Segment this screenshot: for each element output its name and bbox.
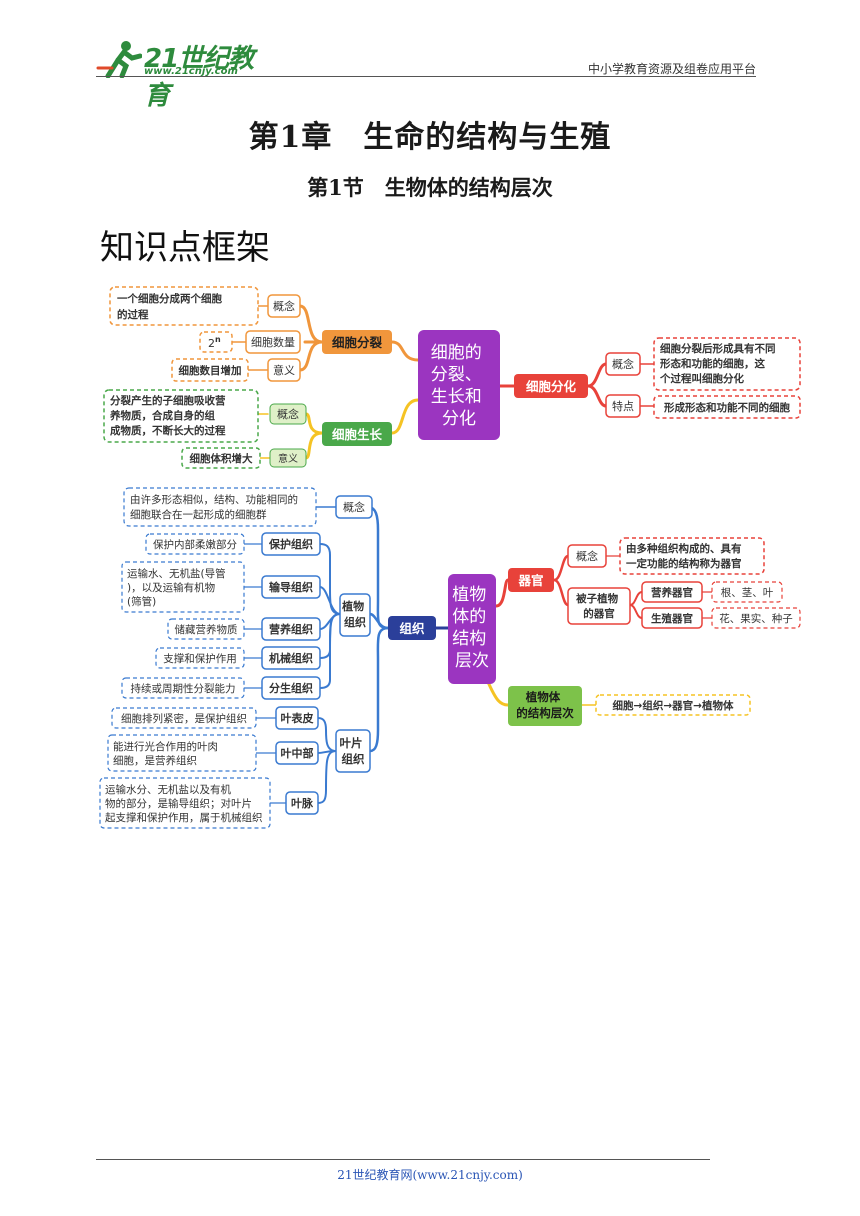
leaf-part-name: 叶中部: [281, 746, 314, 760]
growth-label: 细胞生长: [332, 427, 383, 442]
header-divider: [96, 76, 756, 77]
svg-text:细胞体积增大: 细胞体积增大: [190, 452, 253, 465]
organ-node: 器官: [508, 568, 554, 592]
division-concept: 概念 一个细胞分成两个细胞 的过程: [109, 286, 301, 326]
growth-node: 细胞生长: [322, 422, 392, 446]
tissue-name: 营养组织: [269, 622, 313, 636]
plant-tissue-item: 保护组织 保护内部柔嫩部分: [145, 532, 321, 556]
tissue-name: 分生组织: [269, 681, 313, 695]
svg-text:分裂产生的子细胞吸收营 养物质，合成自身的组: 分裂产生的子细胞吸收营 养物质，合成自身的组 成物质，不断长大的过程: [109, 394, 229, 437]
organ-label: 器官: [517, 573, 543, 588]
platform-name: 中小学教育资源及组卷应用平台: [587, 62, 756, 76]
tissue-desc: 支撑和保护作用: [163, 652, 237, 665]
svg-text:花、果实、种子: 花、果实、种子: [719, 612, 793, 625]
plant-tissue-item: 输导组织 运输水、无机盐(导管)，以及运输有机物(筛管): [121, 561, 321, 613]
svg-text:概念: 概念: [576, 549, 598, 563]
svg-text:根、茎、叶: 根、茎、叶: [721, 586, 774, 599]
svg-text:概念: 概念: [612, 357, 634, 371]
leaf-part-desc: 运输水分、无机盐以及有机物的部分，是输导组织；对叶片起支撑和保护作用，属于机械组…: [105, 783, 263, 824]
svg-text:细胞的 分裂、 生长和: 细胞的 分裂、 生长和 分化: [431, 343, 487, 429]
tissue-desc: 运输水、无机盐(导管)，以及运输有机物(筛管): [127, 567, 226, 608]
vegetative-organ: 营养器官 根、茎、叶: [641, 581, 783, 603]
differentiation-label: 细胞分化: [526, 379, 577, 394]
svg-text:植物 组织: 植物 组织: [341, 599, 368, 629]
svg-text:一个细胞分成两个细胞 的过程: 一个细胞分成两个细胞 的过程: [117, 292, 226, 321]
svg-text:概念: 概念: [273, 299, 295, 313]
tissue-name: 输导组织: [269, 580, 313, 594]
plant-tissue-item: 营养组织 储藏营养物质: [167, 617, 321, 641]
leaf-tissue-item: 叶中部 能进行光合作用的叶肉细胞，是营养组织: [107, 734, 319, 772]
leaf-part-name: 叶脉: [291, 796, 314, 810]
svg-text:细胞→组织→器官→植物体: 细胞→组织→器官→植物体: [613, 699, 734, 712]
plant-tissue-node: 植物 组织: [339, 593, 371, 637]
svg-text:细胞分裂后形成具有不同 形态和功能的细胞，这: 细胞分裂后形成具有不同 形态和功能的细胞，这 个过程叫细胞分化: [659, 342, 779, 385]
levels-text: 细胞→组织→器官→植物体: [595, 694, 751, 716]
leaf-tissue-item: 叶脉 运输水分、无机盐以及有机物的部分，是输导组织；对叶片起支撑和保护作用，属于机…: [99, 777, 319, 829]
site-logo: 21世纪教育 www.21cnjy.com: [96, 38, 276, 111]
growth-meaning: 意义 细胞体积增大: [181, 447, 307, 469]
logo-url: www.21cnjy.com: [144, 66, 238, 77]
leaf-part-desc: 细胞排列紧密，是保护组织: [121, 712, 247, 725]
growth-concept: 概念 分裂产生的子细胞吸收营 养物质，合成自身的组 成物质，不断长大的过程: [103, 389, 307, 443]
map2-connectors: [243, 505, 713, 804]
tissue-concept: 概念 由许多形态相似，结构、功能相同的 细胞联合在一起形成的细胞群: [123, 487, 373, 527]
leaf-tissue-item: 叶表皮 细胞排列紧密，是保护组织: [111, 706, 319, 730]
svg-text:细胞数目增加: 细胞数目增加: [179, 364, 242, 377]
svg-text:由许多形态相似，结构、功能相同的 细胞联合在一起: 由许多形态相似，结构、功能相同的 细胞联合在一起形成的细胞群: [130, 493, 301, 521]
division-label: 细胞分裂: [332, 335, 383, 350]
tissue-name: 保护组织: [268, 537, 313, 551]
map1-center: 细胞的 分裂、 生长和 分化: [418, 330, 500, 440]
svg-text:由多种组织构成的、具有 一定功能的结构称为器官: 由多种组织构成的、具有 一定功能的结构称为器官: [626, 542, 745, 570]
svg-text:植物 体的 结构 层次: 植物 体的 结构 层次: [452, 585, 491, 671]
footer-text: 21世纪教育网(www.21cnjy.com): [337, 1168, 523, 1182]
svg-text:意义: 意义: [278, 452, 298, 465]
svg-text:被子植物 的器官: 被子植物 的器官: [576, 592, 622, 620]
differentiation-feature: 特点 形成形态和功能不同的细胞: [605, 394, 801, 419]
svg-text:特点: 特点: [612, 399, 634, 413]
angiosperm-organ-node: 被子植物 的器官: [567, 587, 631, 625]
division-node: 细胞分裂: [322, 330, 392, 354]
svg-text:植物体 的结构层次: 植物体 的结构层次: [516, 690, 574, 720]
leaf-part-desc: 能进行光合作用的叶肉细胞，是营养组织: [113, 740, 218, 767]
leaf-part-name: 叶表皮: [281, 711, 314, 725]
footer-divider: [96, 1159, 710, 1160]
svg-text:叶片 组织: 叶片 组织: [339, 736, 366, 766]
svg-text:概念: 概念: [277, 407, 299, 421]
map1-connectors: [231, 304, 655, 460]
levels-node: 植物体 的结构层次: [508, 686, 582, 726]
reproductive-organ: 生殖器官 花、果实、种子: [641, 607, 801, 629]
differentiation-concept: 概念 细胞分裂后形成具有不同 形态和功能的细胞，这 个过程叫细胞分化: [605, 337, 801, 391]
division-meaning: 意义 细胞数目增加: [171, 358, 301, 382]
tissue-desc: 保护内部柔嫩部分: [153, 538, 237, 551]
svg-text:营养器官: 营养器官: [651, 586, 693, 599]
chapter-title: 第1章 生命的结构与生殖: [248, 120, 612, 155]
division-count: 细胞数量 2n: [199, 330, 301, 354]
svg-text:概念: 概念: [343, 500, 365, 514]
tissue-desc: 储藏营养物质: [175, 623, 238, 636]
map2-center: 植物 体的 结构 层次: [448, 574, 496, 684]
plant-tissue-item: 机械组织 支撑和保护作用: [155, 646, 321, 670]
tissue-desc: 持续或周期性分裂能力: [131, 682, 236, 695]
tissue-name: 机械组织: [269, 651, 313, 665]
map1-center-line1: 细胞的: [431, 343, 482, 363]
svg-text:2n: 2n: [208, 335, 221, 350]
svg-text:生殖器官: 生殖器官: [651, 612, 693, 625]
plant-tissue-item: 分生组织 持续或周期性分裂能力: [121, 676, 321, 700]
svg-text:意义: 意义: [273, 363, 295, 377]
knowledge-title: 知识点框架: [100, 228, 270, 268]
section-title: 第1节 生物体的结构层次: [307, 175, 553, 200]
svg-text:形成形态和功能不同的细胞: 形成形态和功能不同的细胞: [664, 401, 790, 414]
differentiation-node: 细胞分化: [514, 374, 588, 398]
logo-text: 21世纪教育: [144, 44, 254, 111]
tissue-label: 组织: [399, 621, 425, 636]
organ-concept: 概念 由多种组织构成的、具有 一定功能的结构称为器官: [567, 537, 765, 575]
svg-text:细胞数量: 细胞数量: [251, 336, 295, 349]
runner-logo-icon: [96, 41, 143, 79]
tissue-node: 组织: [388, 616, 436, 640]
leaf-tissue-node: 叶片 组织: [335, 729, 371, 773]
